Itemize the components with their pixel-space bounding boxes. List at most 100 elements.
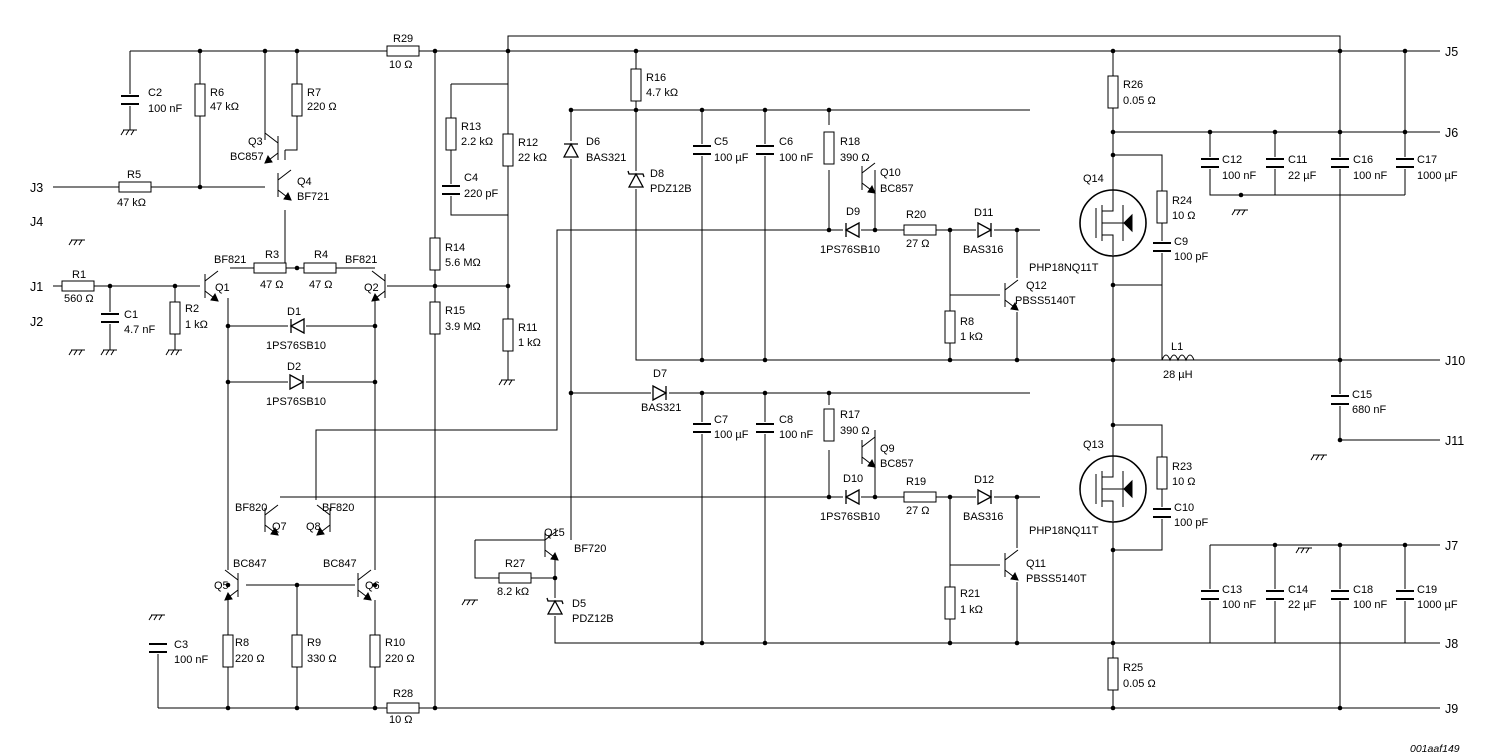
q6-arrow (363, 591, 372, 601)
c16-value: 100 nF (1353, 170, 1388, 182)
q1-ref: Q1 (215, 282, 230, 294)
port-j10: J10 (1445, 354, 1465, 368)
junction-dot-64 (372, 582, 378, 588)
q15-part: BF720 (574, 543, 606, 555)
r16-resistor (630, 68, 642, 102)
junction-dot-50 (1110, 282, 1116, 288)
c4-value: 220 pF (464, 188, 499, 200)
c1-ref: C1 (124, 309, 138, 321)
ground-symbol-1 (68, 239, 85, 246)
q8-transistor (316, 504, 331, 536)
q15-ref: Q15 (544, 527, 565, 539)
c5-plates (693, 145, 711, 155)
r21-resistor (944, 586, 956, 620)
r3-ref: R3 (265, 249, 279, 261)
q13-mosfet-symbol (1079, 455, 1147, 523)
d8-body (627, 170, 645, 188)
q12-arrow (1010, 301, 1019, 311)
c11-plates (1266, 158, 1284, 168)
d1-body (289, 317, 305, 335)
junction-dot-11 (107, 283, 113, 289)
r16-value: 4.7 kΩ (646, 87, 678, 99)
q2-transistor (371, 270, 386, 302)
c14-value: 22 µF (1288, 599, 1317, 611)
junction-dot-7 (1337, 48, 1343, 54)
inductor-l1 (1161, 354, 1195, 362)
q4-transistor (277, 169, 292, 201)
q14-mosfet-symbol (1079, 189, 1147, 257)
junction-dot-34 (568, 390, 574, 396)
c8-value: 100 nF (779, 429, 814, 441)
c18-plates (1331, 590, 1349, 600)
transistors (204, 132, 1019, 601)
c16-capacitor (1330, 157, 1350, 169)
c6-plates (756, 145, 774, 155)
junction-dot-33 (1337, 357, 1343, 363)
r20-resistor (903, 224, 937, 236)
q14-ref: Q14 (1083, 173, 1104, 185)
c3-value: 100 nF (174, 654, 209, 666)
junction-dot-24 (826, 227, 832, 233)
junction-dot-22 (762, 107, 768, 113)
r4-resistor (303, 262, 337, 274)
q3-part: BC857 (230, 151, 264, 163)
r9-value: 330 Ω (307, 653, 337, 665)
port-j2: J2 (30, 315, 43, 329)
c4-plates (442, 185, 460, 195)
ground-symbol-3 (100, 349, 117, 356)
r27-resistor (498, 572, 532, 584)
c19-plates (1396, 590, 1414, 600)
c1-value: 4.7 nF (124, 324, 155, 336)
r15-resistor (429, 301, 441, 335)
r17-resistor (823, 408, 835, 442)
r4-ref: R4 (314, 249, 328, 261)
port-j8: J8 (1445, 637, 1458, 651)
c4-ref: C4 (464, 172, 478, 184)
r1-ref: R1 (72, 269, 86, 281)
q3-ref: Q3 (248, 136, 263, 148)
r28-resistor (386, 702, 420, 714)
r29-resistor (386, 45, 420, 57)
r26-ref: R26 (1123, 79, 1143, 91)
q4-arrow (283, 191, 292, 201)
junction-dot-35 (699, 390, 705, 396)
r1-value: 560 Ω (64, 293, 94, 305)
c15-ref: C15 (1352, 389, 1372, 401)
c5-ref: C5 (714, 136, 728, 148)
junction-dot-20 (633, 107, 639, 113)
junction-dot-23 (826, 107, 832, 113)
document-id: 001aaf149 (1410, 743, 1460, 755)
d2-part: 1PS76SB10 (266, 396, 326, 408)
d12-diode (976, 488, 994, 506)
r19-value: 27 Ω (906, 505, 930, 517)
mosfets (1079, 189, 1147, 523)
c5-capacitor (692, 144, 712, 156)
r6-resistor (194, 83, 206, 117)
r2-resistor (169, 301, 181, 335)
ground-symbol-0 (120, 129, 137, 136)
junction-dot-17 (225, 379, 231, 385)
r3-value: 47 Ω (260, 279, 284, 291)
junction-dot-46 (1110, 640, 1116, 646)
r5-value: 47 kΩ (117, 197, 146, 209)
c12-plates (1201, 158, 1219, 168)
junction-dot-53 (1207, 129, 1213, 135)
junction-dot-45 (1014, 640, 1020, 646)
r8b-resistor (944, 310, 956, 344)
c13-plates (1201, 590, 1219, 600)
c13-ref: C13 (1222, 584, 1242, 596)
junction-dot-42 (699, 640, 705, 646)
q6-part: BC847 (323, 558, 357, 570)
junction-dot-59 (1402, 542, 1408, 548)
r29-value: 10 Ω (389, 59, 413, 71)
c3-ref: C3 (174, 639, 188, 651)
c8-plates (756, 423, 774, 433)
r7-ref: R7 (307, 87, 321, 99)
c11-capacitor (1265, 157, 1285, 169)
c11-value: 22 µF (1288, 170, 1317, 182)
c7-value: 100 µF (714, 429, 749, 441)
q6-transistor (357, 569, 372, 601)
ground-symbol-9 (1295, 547, 1312, 554)
d5-ref: D5 (572, 598, 586, 610)
junction-dot-41 (1014, 494, 1020, 500)
